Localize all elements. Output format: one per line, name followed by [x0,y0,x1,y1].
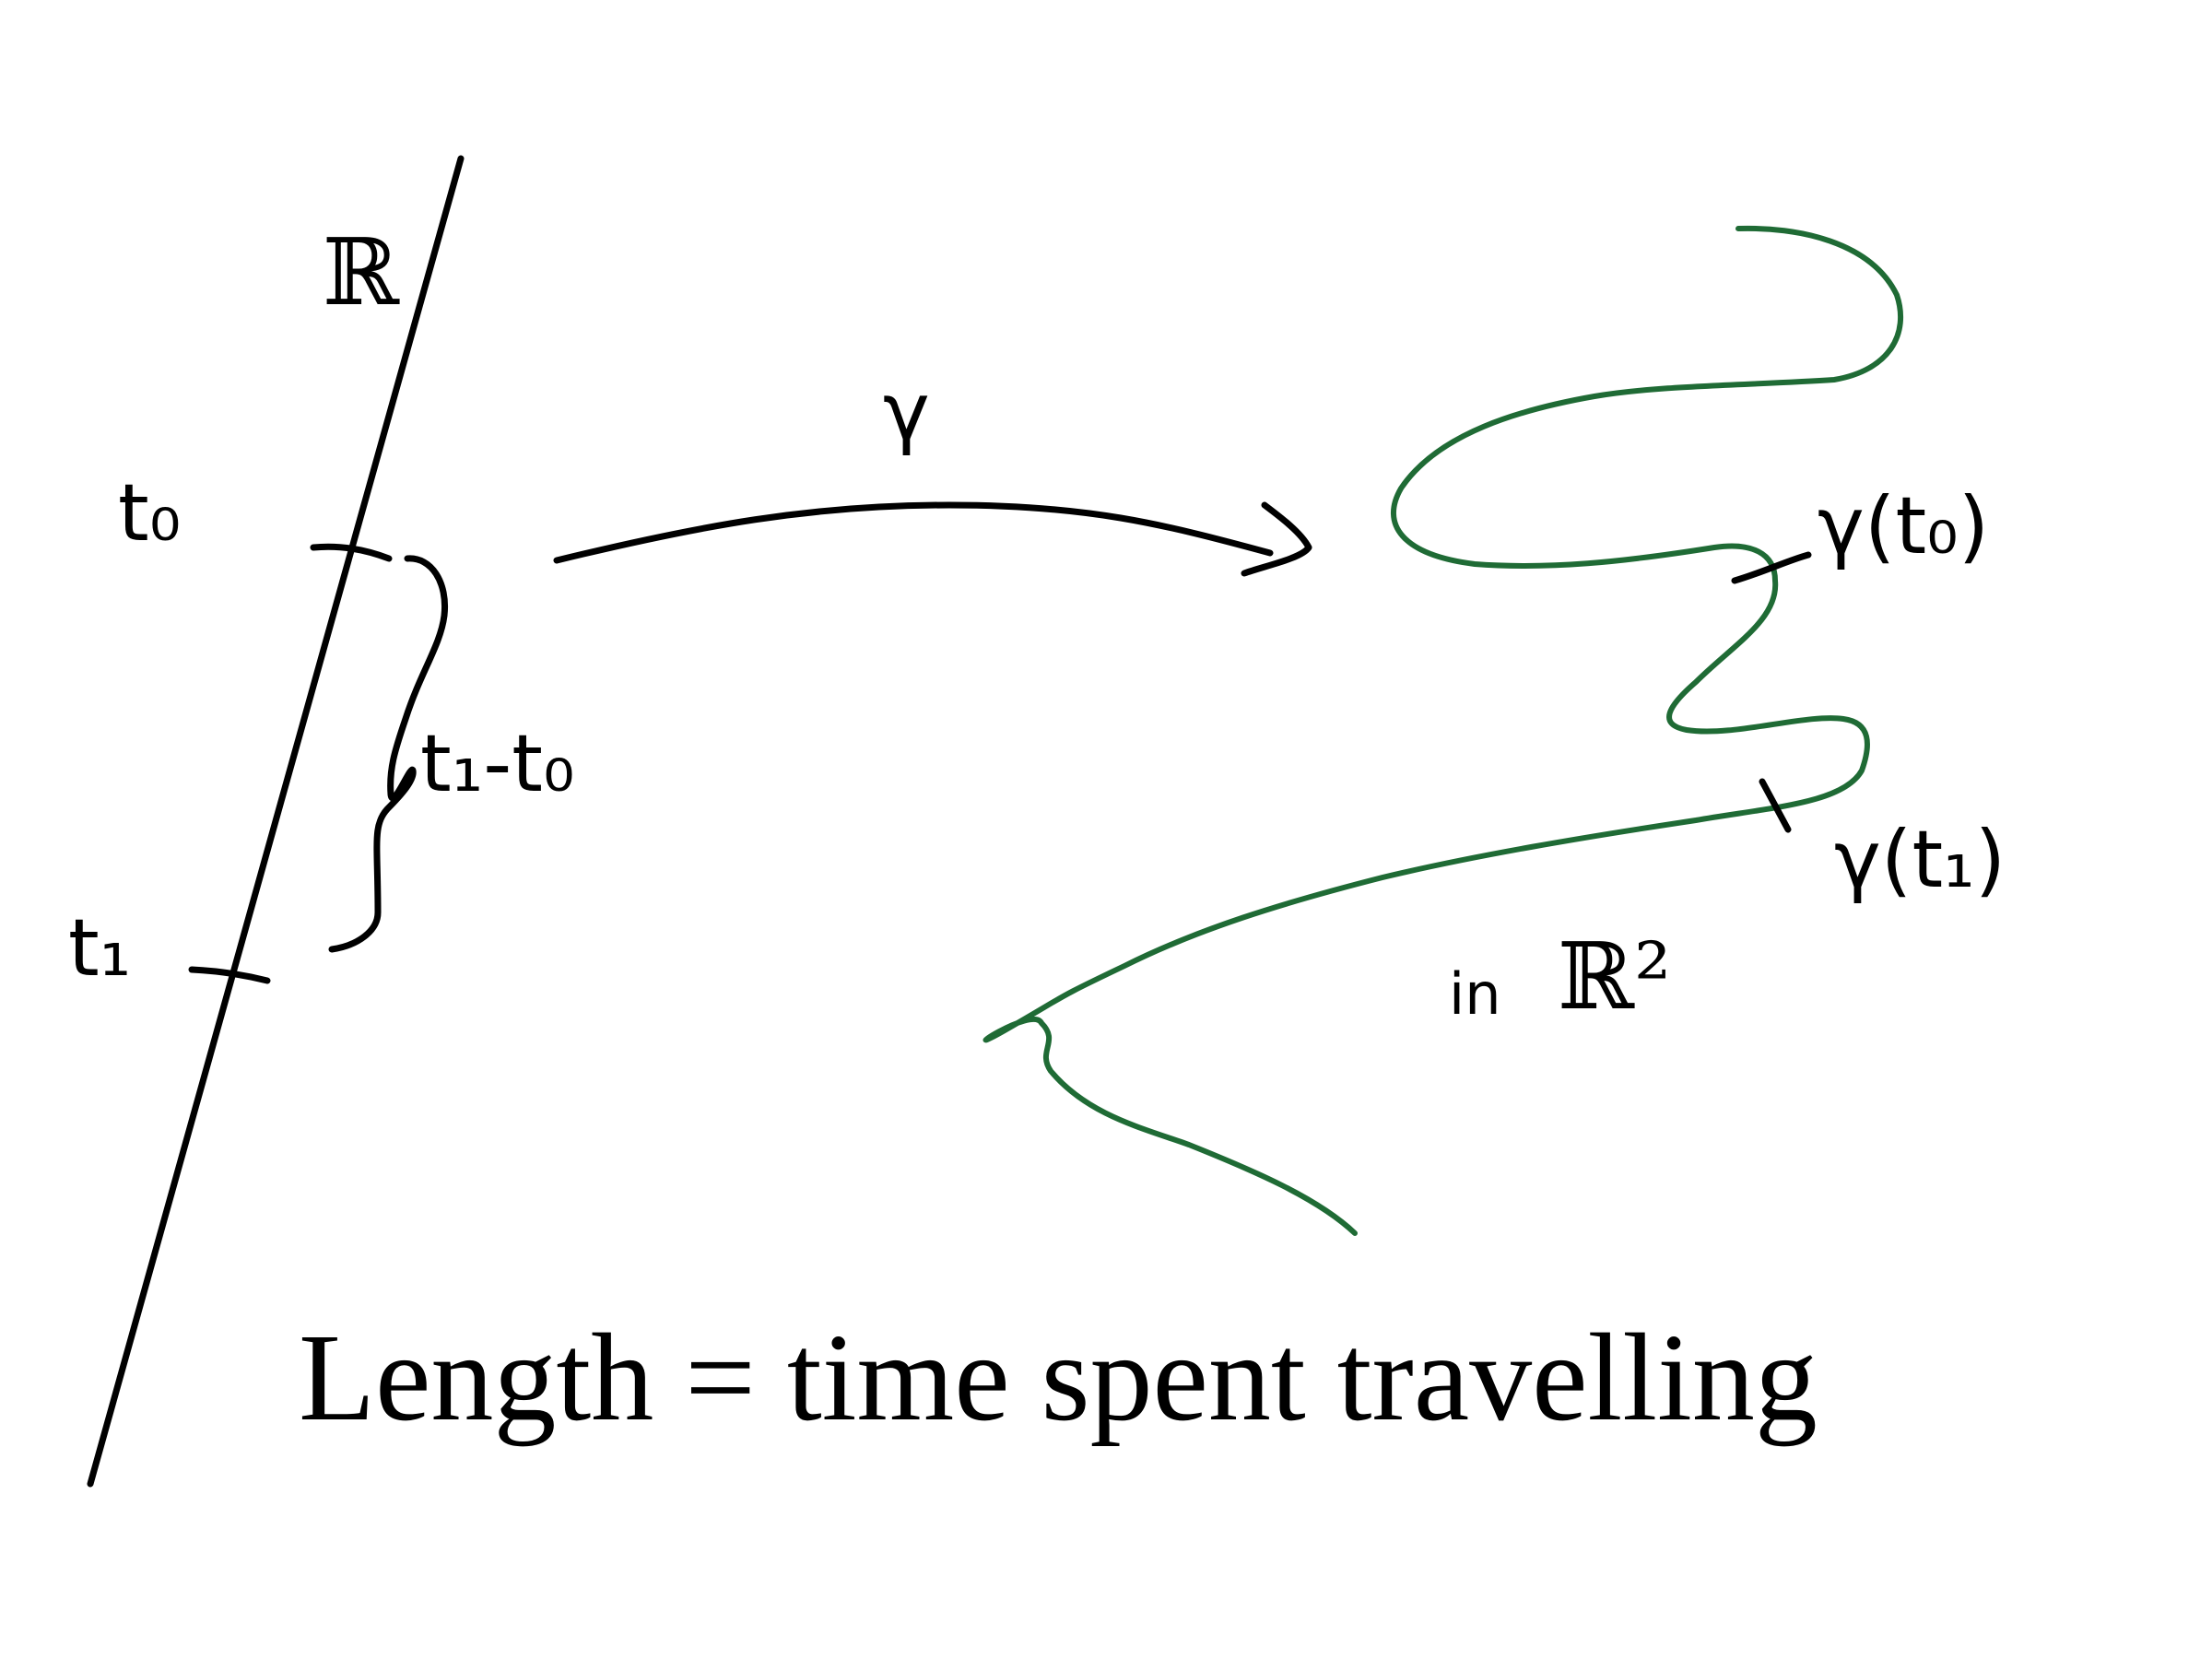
label-t0: t₀ [118,467,181,559]
label-in: in [1449,960,1501,1028]
label-map: γ [883,366,930,458]
label-gamma-t0: γ(t₀) [1818,480,1989,572]
mark-gamma-t0 [1731,551,1812,584]
label-real-line: ℝ [323,218,400,326]
interval-brace [328,555,449,953]
label-gamma-t1: γ(t₁) [1834,814,2006,906]
label-interval: t₁-t₀ [420,718,574,810]
map-arrow-shaft [553,501,1274,564]
curve-in-r2 [982,225,1903,1236]
mark-gamma-t1 [1759,778,1792,833]
label-t1: t₁ [68,902,131,994]
caption: Length = time spent travelling [299,1309,1818,1447]
tick-t0 [310,543,393,562]
real-line [87,155,465,1488]
map-arrow-head [1241,501,1312,577]
label-r2: ℝ² [1558,923,1671,1030]
tick-t1 [188,966,271,984]
